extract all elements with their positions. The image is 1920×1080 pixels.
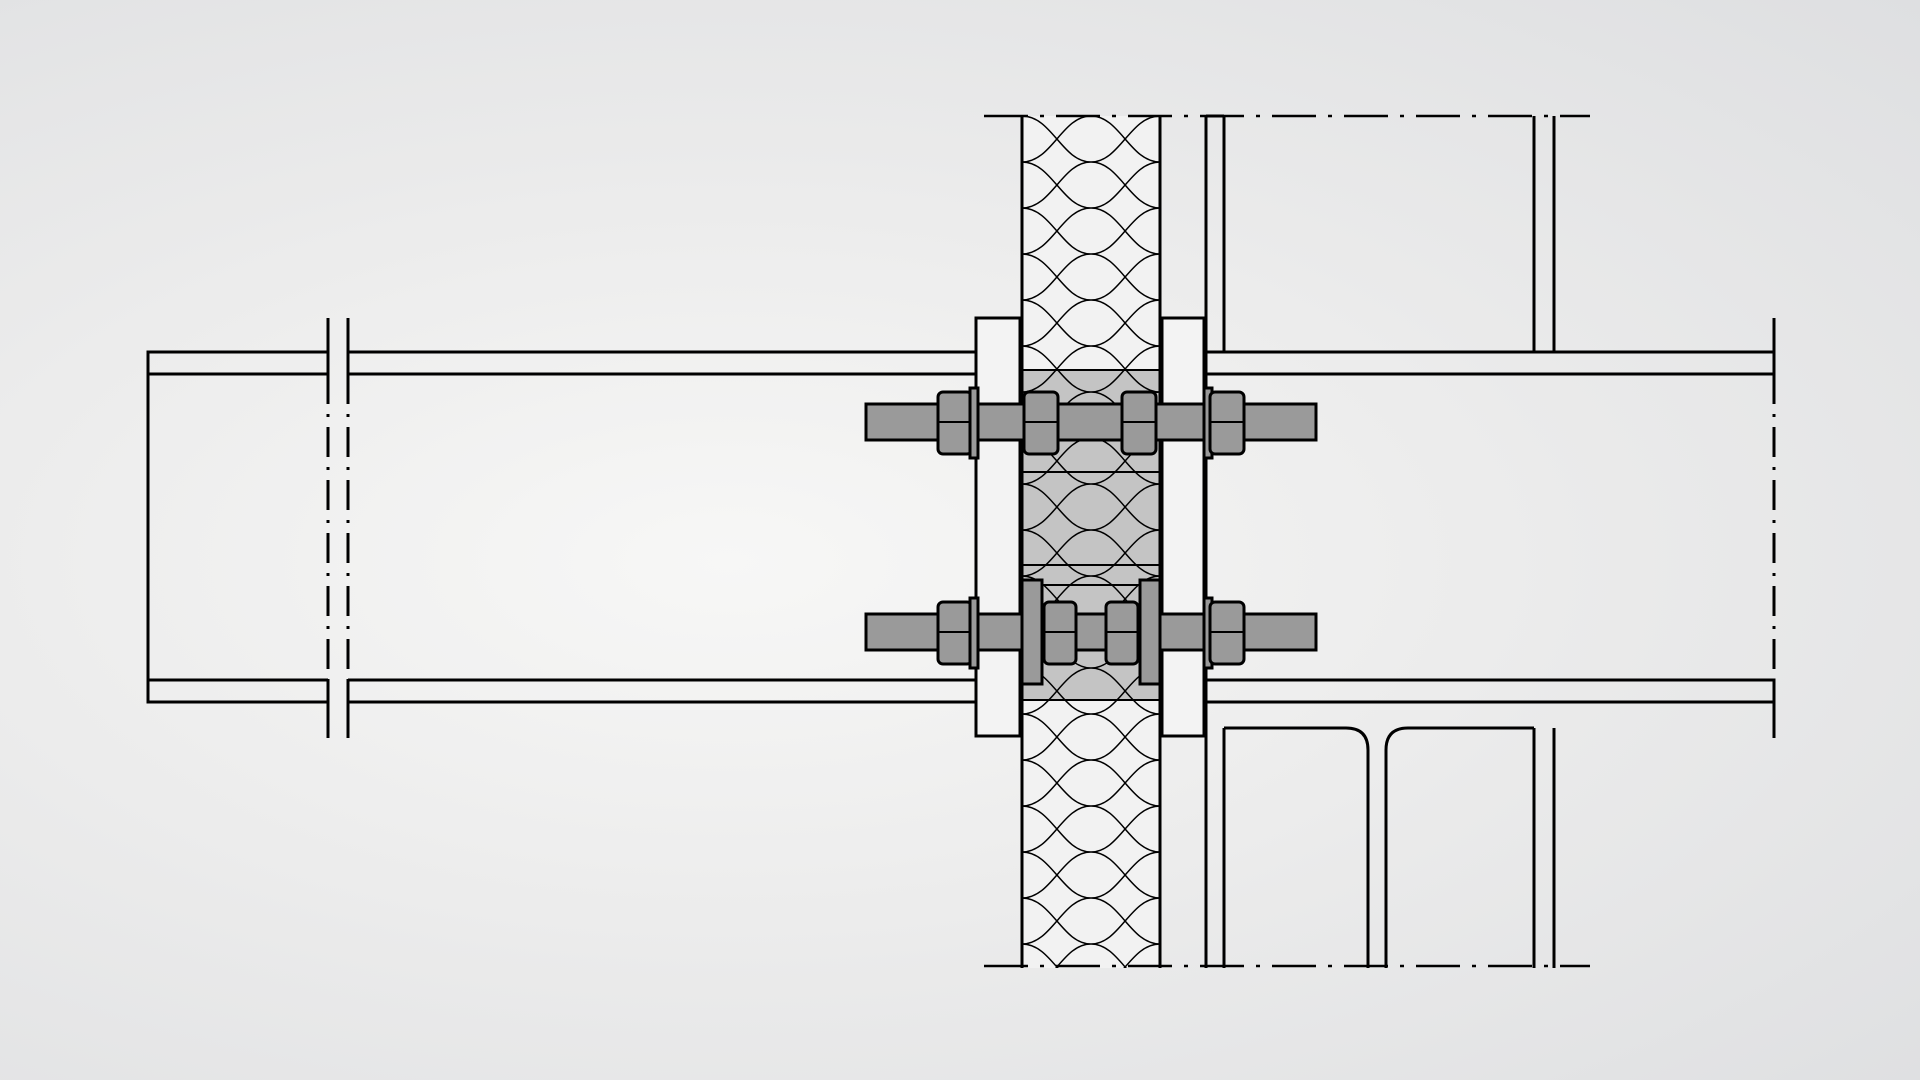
threaded-rod	[864, 612, 1318, 652]
end-plate-left	[974, 316, 1022, 738]
end-plate-right	[1160, 316, 1206, 738]
nut	[1120, 390, 1158, 456]
washer	[968, 386, 980, 460]
insulation-layer	[1020, 116, 1162, 968]
nut	[1042, 600, 1078, 666]
nut	[1104, 600, 1140, 666]
bolt-lower	[864, 578, 1318, 686]
right-beam-stub	[1206, 318, 1776, 738]
centerline	[984, 114, 1590, 968]
spacer-plate	[1020, 578, 1044, 686]
left-beam	[146, 318, 978, 738]
bolt-upper	[864, 386, 1318, 460]
nut	[1208, 390, 1246, 456]
nut	[1208, 600, 1246, 666]
nut	[1022, 390, 1060, 456]
nut	[936, 600, 974, 666]
spacer-plate	[1138, 578, 1162, 686]
column	[1204, 114, 1556, 968]
nut	[936, 390, 974, 456]
threaded-rod	[864, 402, 1318, 442]
washer	[968, 596, 980, 670]
